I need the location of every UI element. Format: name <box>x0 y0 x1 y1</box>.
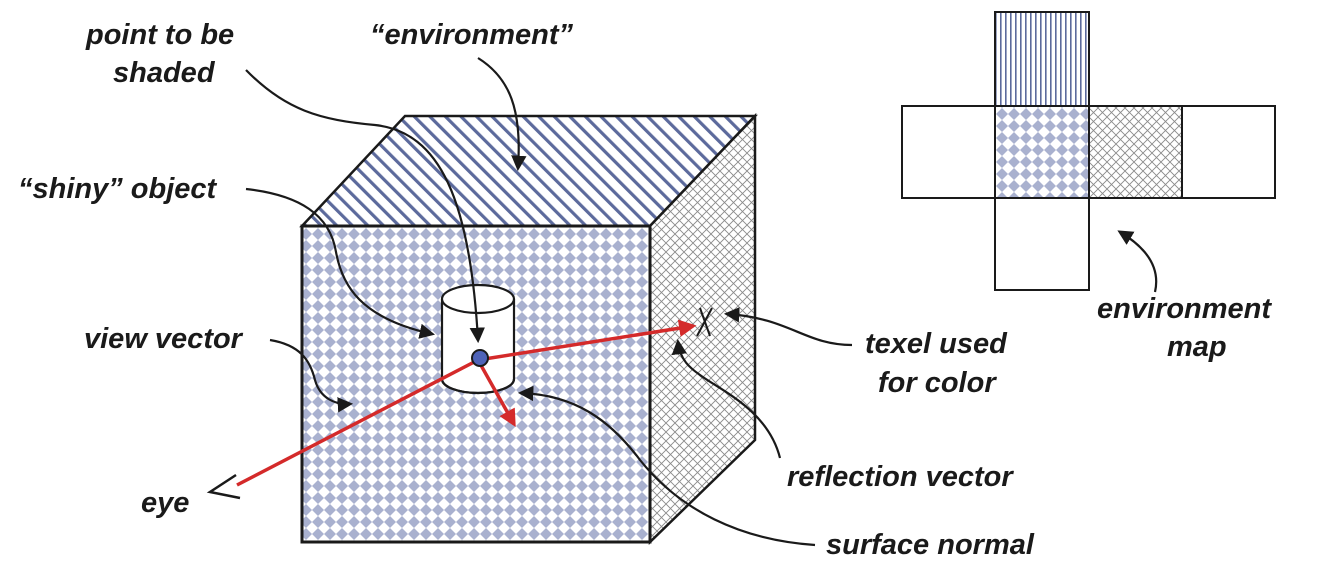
label-envmap-line1: environment <box>1097 293 1272 325</box>
shaded-point <box>471 349 489 367</box>
leader-normal <box>517 385 816 547</box>
leader-arrows <box>245 57 1158 547</box>
texel-marker-icon <box>696 307 713 337</box>
view-vector-ray <box>236 358 479 487</box>
leader-shiny <box>245 187 436 339</box>
envmap-front <box>994 105 1090 199</box>
leader-environment <box>477 57 527 172</box>
reflection-vector-ray <box>477 319 697 362</box>
label-envmap-line2: map <box>1167 331 1227 363</box>
environment-cube <box>299 112 758 545</box>
label-environment: “environment” <box>370 19 574 51</box>
label-eye: eye <box>141 487 189 519</box>
leader-texel <box>723 307 853 347</box>
vectors <box>236 319 697 487</box>
label-texel-line1: texel used <box>865 328 1008 360</box>
envmap-bottom <box>994 197 1090 291</box>
label-reflection-vector: reflection vector <box>787 461 1014 493</box>
label-surface-normal: surface normal <box>826 529 1035 561</box>
envmap-back <box>1181 105 1276 199</box>
leader-envmap <box>1117 230 1158 293</box>
label-point-line2: shaded <box>113 57 216 89</box>
leader-view <box>269 338 354 413</box>
envmap-right <box>1088 105 1183 199</box>
leader-point <box>245 69 485 344</box>
envmap-top <box>994 11 1090 107</box>
eye-icon <box>206 473 241 500</box>
label-shiny-object: “shiny” object <box>18 173 218 205</box>
label-texel-line2: for color <box>878 367 997 399</box>
envmap-left <box>901 105 996 199</box>
label-point-line1: point to be <box>85 19 234 51</box>
leader-reflection <box>671 338 782 459</box>
surface-normal-ray <box>476 359 516 428</box>
environment-map <box>901 11 1276 291</box>
label-view-vector: view vector <box>84 323 244 355</box>
